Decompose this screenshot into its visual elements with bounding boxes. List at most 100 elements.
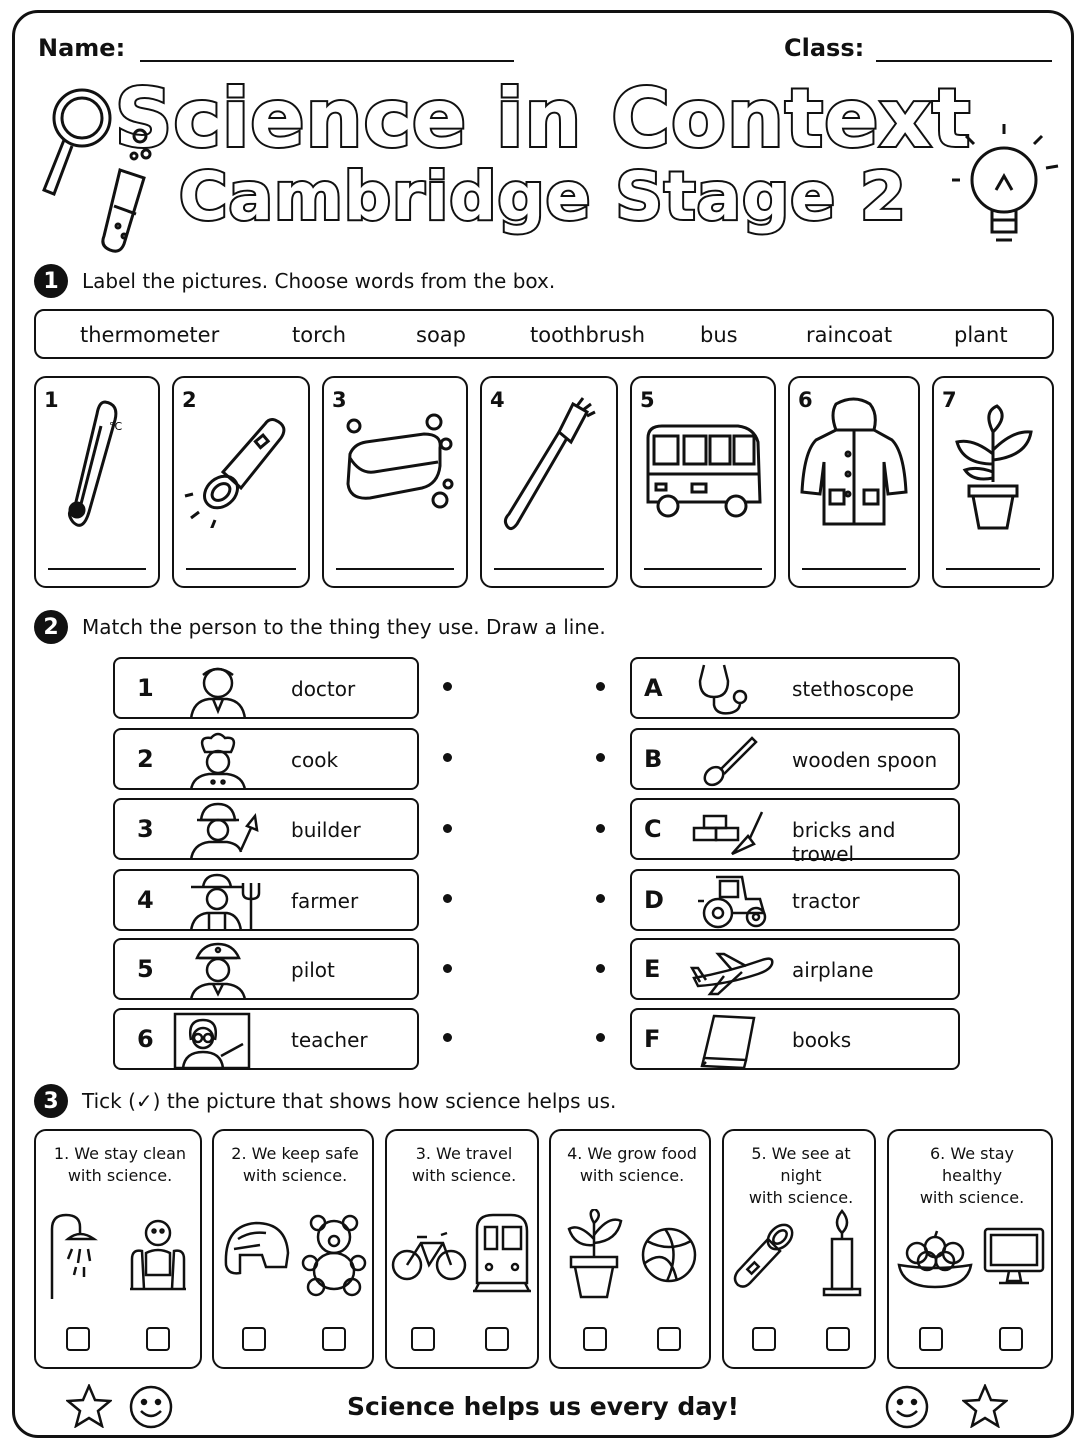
torch-icon: [184, 418, 286, 528]
test-tube-icon: [101, 128, 152, 253]
word-toothbrush: toothbrush: [530, 323, 645, 347]
label-card-5: 5: [630, 376, 776, 588]
thing-row-stethoscope: A stethoscope: [630, 657, 960, 719]
bricks-trowel-icon: [692, 811, 764, 856]
pilot-icon: [189, 942, 247, 1000]
answer-line[interactable]: [494, 568, 604, 570]
match-dot-left-4[interactable]: [443, 894, 452, 903]
person-label: teacher: [291, 1028, 368, 1052]
tick-caption: 1. We stay clean: [53, 1144, 187, 1163]
row-number: 1: [137, 674, 154, 702]
tick-box-6-right[interactable]: [999, 1327, 1023, 1351]
label-card-4: 4: [480, 376, 618, 588]
match-dot-left-1[interactable]: [443, 682, 452, 691]
match-dot-right-f[interactable]: [596, 1033, 605, 1042]
row-letter: F: [644, 1025, 661, 1053]
answer-line[interactable]: [946, 568, 1040, 570]
person-row-teacher: 6 teacher: [113, 1008, 419, 1070]
word-bus: bus: [700, 323, 738, 347]
person-row-doctor: 1 doctor: [113, 657, 419, 719]
person-row-pilot: 5 pilot: [113, 938, 419, 1000]
match-dot-right-d[interactable]: [596, 894, 605, 903]
question-2-number: 2: [34, 610, 68, 644]
answer-line[interactable]: [336, 568, 454, 570]
train-icon: [473, 1213, 531, 1293]
magnifying-glass-icon: [42, 88, 112, 196]
label-card-7: 7: [932, 376, 1054, 588]
doctor-icon: [189, 667, 247, 719]
person-row-cook: 2 cook: [113, 728, 419, 790]
match-dot-left-3[interactable]: [443, 824, 452, 833]
word-raincoat: raincoat: [806, 323, 893, 347]
raincoat-icon: [800, 397, 908, 526]
answer-line[interactable]: [186, 568, 296, 570]
match-dot-right-b[interactable]: [596, 753, 605, 762]
thing-row-bricks-and-trowel: C bricks and trowel: [630, 798, 960, 866]
class-label: Class:: [784, 34, 865, 62]
person-label: doctor: [291, 677, 356, 701]
airplane-icon: [689, 952, 774, 996]
word-soap: soap: [416, 323, 466, 347]
thing-row-books: F books: [630, 1008, 960, 1070]
tick-box-4-right[interactable]: [657, 1327, 681, 1351]
answer-line[interactable]: [48, 568, 146, 570]
answer-line[interactable]: [644, 568, 762, 570]
label-card-1: 1 °C: [34, 376, 160, 588]
person-label: farmer: [291, 889, 359, 913]
tick-box-5-right[interactable]: [826, 1327, 850, 1351]
tick-box-4-left[interactable]: [583, 1327, 607, 1351]
row-number: 6: [137, 1025, 154, 1053]
question-3-heading: 3 Tick (✓) the picture that shows how sc…: [34, 1084, 616, 1118]
question-1-number: 1: [34, 264, 68, 298]
title-line-2: Cambridge Stage 2: [177, 156, 908, 237]
candle-icon: [822, 1209, 862, 1297]
word-plant: plant: [954, 323, 1008, 347]
bicycle-icon: [391, 1231, 467, 1281]
stethoscope-icon: [698, 664, 748, 715]
tick-caption: with science.: [579, 1166, 685, 1185]
tick-caption: with science.: [242, 1166, 348, 1185]
tick-box-3-right[interactable]: [485, 1327, 509, 1351]
tick-box-3-left[interactable]: [411, 1327, 435, 1351]
name-field[interactable]: [140, 60, 514, 62]
tick-box-5-left[interactable]: [752, 1327, 776, 1351]
match-dot-left-2[interactable]: [443, 753, 452, 762]
card-number: 1: [44, 388, 59, 412]
cook-icon: [189, 732, 247, 790]
tick-caption: with science.: [411, 1166, 517, 1185]
thermometer-icon: °C: [68, 400, 123, 527]
answer-line[interactable]: [802, 568, 906, 570]
word-thermometer: thermometer: [80, 323, 220, 347]
baby-chair-icon: [130, 1219, 186, 1291]
match-dot-right-e[interactable]: [596, 964, 605, 973]
smiley-icon: [129, 1385, 173, 1429]
tick-box-1-right[interactable]: [146, 1327, 170, 1351]
tick-box-1-left[interactable]: [66, 1327, 90, 1351]
tick-box-2-left[interactable]: [242, 1327, 266, 1351]
match-dot-right-a[interactable]: [596, 682, 605, 691]
class-field[interactable]: [876, 60, 1052, 62]
computer-icon: [983, 1227, 1045, 1285]
tick-caption: with science.: [748, 1188, 854, 1207]
tick-caption: 5. We see at night: [751, 1144, 851, 1185]
match-dot-left-6[interactable]: [443, 1033, 452, 1042]
fruit-bowl-icon: [897, 1230, 973, 1289]
question-3-number: 3: [34, 1084, 68, 1118]
match-dot-right-c[interactable]: [596, 824, 605, 833]
card-number: 2: [182, 388, 197, 412]
page-border: [12, 10, 1074, 1438]
row-letter: E: [644, 955, 661, 983]
question-2-heading: 2 Match the person to the thing they use…: [34, 610, 606, 644]
thing-label: airplane: [792, 958, 874, 982]
star-icon: [962, 1384, 1008, 1428]
tick-box-2-right[interactable]: [322, 1327, 346, 1351]
footer-message: Science helps us every day!: [346, 1392, 740, 1421]
row-number: 2: [137, 745, 154, 773]
thing-label: bricks and trowel: [792, 818, 896, 866]
shower-icon: [50, 1213, 98, 1299]
word-box: thermometer torch soap toothbrush bus ra…: [34, 309, 1054, 359]
match-dot-left-5[interactable]: [443, 964, 452, 973]
tick-box-6-left[interactable]: [919, 1327, 943, 1351]
